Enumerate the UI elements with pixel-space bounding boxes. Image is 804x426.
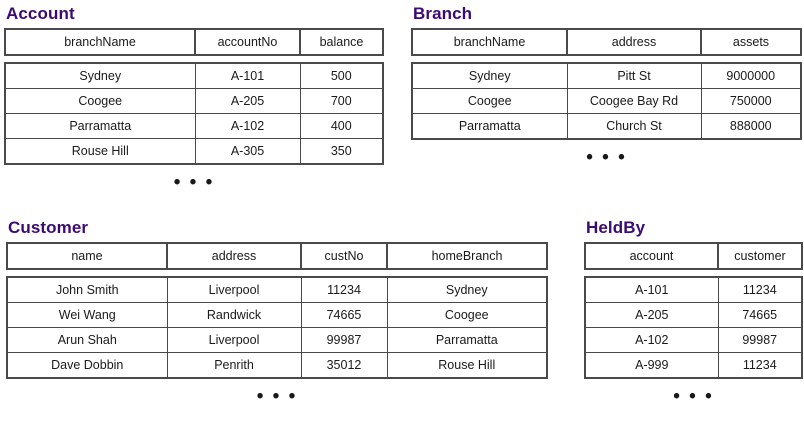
relation-account: Account branchName accountNo balance Syd… bbox=[4, 4, 384, 193]
table-header-row: branchName accountNo balance bbox=[4, 28, 384, 56]
table-cell: A-101 bbox=[194, 62, 301, 89]
table-cell: Sydney bbox=[386, 276, 548, 303]
column-header: address bbox=[166, 242, 302, 270]
relation-title-account: Account bbox=[6, 4, 75, 23]
relation-title-heldby: HeldBy bbox=[586, 218, 646, 237]
column-header: address bbox=[566, 28, 702, 56]
table-row: Wei Wang Randwick 74665 Coogee bbox=[6, 302, 548, 328]
relation-branch: Branch branchName address assets Sydney … bbox=[411, 4, 802, 168]
table-cell: Sydney bbox=[4, 62, 196, 89]
relation-customer: Customer name address custNo homeBranch … bbox=[6, 218, 548, 407]
table-cell: A-305 bbox=[194, 138, 301, 165]
table-cell: 700 bbox=[299, 88, 384, 114]
table-cell: Dave Dobbin bbox=[6, 352, 168, 379]
relation-header-table-branch: branchName address assets bbox=[411, 28, 802, 56]
more-rows-indicator: • • • bbox=[673, 386, 714, 407]
table-cell: A-205 bbox=[194, 88, 301, 114]
table-cell: John Smith bbox=[6, 276, 168, 303]
table-cell: 888000 bbox=[700, 113, 802, 140]
relation-header-table-customer: name address custNo homeBranch bbox=[6, 242, 548, 270]
table-row: Parramatta Church St 888000 bbox=[411, 113, 802, 140]
relation-title-customer: Customer bbox=[8, 218, 89, 237]
table-row: A-999 11234 bbox=[584, 352, 803, 379]
relation-header-table-heldby: account customer bbox=[584, 242, 803, 270]
table-row: Dave Dobbin Penrith 35012 Rouse Hill bbox=[6, 352, 548, 379]
more-rows-indicator: • • • bbox=[256, 386, 298, 407]
relation-title-branch: Branch bbox=[413, 4, 473, 23]
table-cell: 750000 bbox=[700, 88, 802, 114]
table-cell: Rouse Hill bbox=[386, 352, 548, 379]
table-header-row: branchName address assets bbox=[411, 28, 802, 56]
relation-body-table-customer: John Smith Liverpool 11234 Sydney Wei Wa… bbox=[6, 276, 548, 379]
table-cell: Parramatta bbox=[4, 113, 196, 139]
column-header: custNo bbox=[300, 242, 388, 270]
table-cell: 74665 bbox=[300, 302, 388, 328]
table-cell: Church St bbox=[566, 113, 702, 140]
table-row: John Smith Liverpool 11234 Sydney bbox=[6, 276, 548, 303]
table-row: A-102 99987 bbox=[584, 327, 803, 353]
table-row: Coogee Coogee Bay Rd 750000 bbox=[411, 88, 802, 114]
table-cell: Coogee bbox=[411, 88, 568, 114]
more-rows-indicator: • • • bbox=[173, 172, 215, 193]
table-cell: A-205 bbox=[584, 302, 719, 328]
table-cell: Pitt St bbox=[566, 62, 702, 89]
table-cell: Coogee bbox=[4, 88, 196, 114]
table-cell: A-999 bbox=[584, 352, 719, 379]
table-row: Sydney A-101 500 bbox=[4, 62, 384, 89]
table-cell: Liverpool bbox=[166, 276, 302, 303]
table-cell: 400 bbox=[299, 113, 384, 139]
table-cell: 35012 bbox=[300, 352, 388, 379]
table-cell: Parramatta bbox=[386, 327, 548, 353]
column-header: name bbox=[6, 242, 168, 270]
table-cell: 99987 bbox=[717, 327, 803, 353]
column-header: branchName bbox=[4, 28, 196, 56]
table-header-row: name address custNo homeBranch bbox=[6, 242, 548, 270]
table-header-row: account customer bbox=[584, 242, 803, 270]
table-cell: Liverpool bbox=[166, 327, 302, 353]
table-cell: Arun Shah bbox=[6, 327, 168, 353]
table-cell: Penrith bbox=[166, 352, 302, 379]
relation-body-table-heldby: A-101 11234 A-205 74665 A-102 99987 A-99… bbox=[584, 276, 803, 379]
table-cell: A-101 bbox=[584, 276, 719, 303]
table-cell: A-102 bbox=[194, 113, 301, 139]
table-cell: 11234 bbox=[717, 276, 803, 303]
table-cell: 11234 bbox=[300, 276, 388, 303]
table-cell: 11234 bbox=[717, 352, 803, 379]
table-cell: 500 bbox=[299, 62, 384, 89]
relation-body-table-branch: Sydney Pitt St 9000000 Coogee Coogee Bay… bbox=[411, 62, 802, 140]
table-cell: Sydney bbox=[411, 62, 568, 89]
table-row: A-101 11234 bbox=[584, 276, 803, 303]
table-row: Parramatta A-102 400 bbox=[4, 113, 384, 139]
more-rows-indicator: • • • bbox=[586, 147, 627, 168]
table-row: Sydney Pitt St 9000000 bbox=[411, 62, 802, 89]
table-cell: Wei Wang bbox=[6, 302, 168, 328]
column-header: homeBranch bbox=[386, 242, 548, 270]
relation-heldby: HeldBy account customer A-101 11234 A-20… bbox=[584, 218, 803, 407]
table-cell: Coogee Bay Rd bbox=[566, 88, 702, 114]
table-cell: 74665 bbox=[717, 302, 803, 328]
table-cell: Randwick bbox=[166, 302, 302, 328]
table-row: Arun Shah Liverpool 99987 Parramatta bbox=[6, 327, 548, 353]
table-cell: 350 bbox=[299, 138, 384, 165]
table-cell: Coogee bbox=[386, 302, 548, 328]
table-cell: 99987 bbox=[300, 327, 388, 353]
column-header: customer bbox=[717, 242, 803, 270]
column-header: accountNo bbox=[194, 28, 301, 56]
table-row: Coogee A-205 700 bbox=[4, 88, 384, 114]
table-cell: A-102 bbox=[584, 327, 719, 353]
table-row: A-205 74665 bbox=[584, 302, 803, 328]
relation-header-table-account: branchName accountNo balance bbox=[4, 28, 384, 56]
column-header: branchName bbox=[411, 28, 568, 56]
relation-body-table-account: Sydney A-101 500 Coogee A-205 700 Parram… bbox=[4, 62, 384, 165]
column-header: assets bbox=[700, 28, 802, 56]
column-header: balance bbox=[299, 28, 384, 56]
table-cell: Parramatta bbox=[411, 113, 568, 140]
column-header: account bbox=[584, 242, 719, 270]
table-cell: 9000000 bbox=[700, 62, 802, 89]
table-row: Rouse Hill A-305 350 bbox=[4, 138, 384, 165]
table-cell: Rouse Hill bbox=[4, 138, 196, 165]
